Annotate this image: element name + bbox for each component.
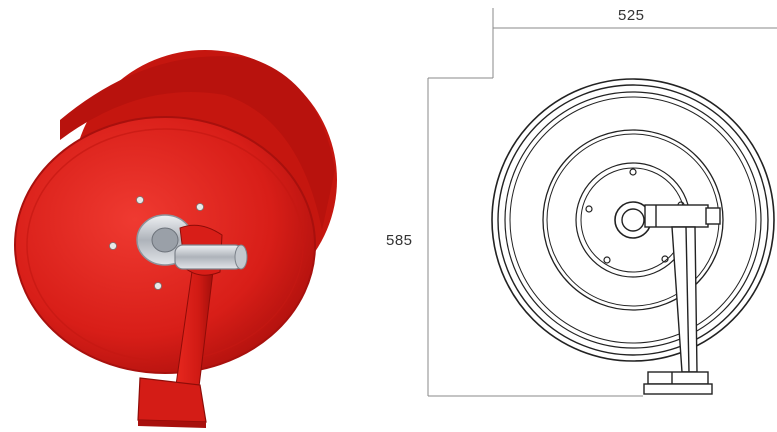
- hub-bolt: [196, 203, 204, 211]
- hub-bolt: [109, 242, 117, 250]
- flange-inner-ring: [26, 128, 304, 362]
- drum-band: [60, 56, 335, 230]
- hub-bolt: [136, 196, 144, 204]
- drawing-pipe: [644, 204, 721, 228]
- drawing-base: [643, 371, 713, 395]
- reel-outline: [491, 78, 775, 362]
- hub-bolt: [154, 282, 162, 290]
- front-flange-rim: [14, 116, 316, 374]
- hose-reel-photo-icon: [14, 50, 337, 428]
- hub-center: [151, 227, 179, 253]
- base-plate-edge: [138, 420, 206, 428]
- dimension-width-label: 525: [618, 7, 645, 24]
- pipe-end: [234, 244, 248, 270]
- dimension-lines: [427, 8, 777, 397]
- drawing-arm: [671, 226, 698, 373]
- dimension-height-label: 585: [386, 232, 413, 249]
